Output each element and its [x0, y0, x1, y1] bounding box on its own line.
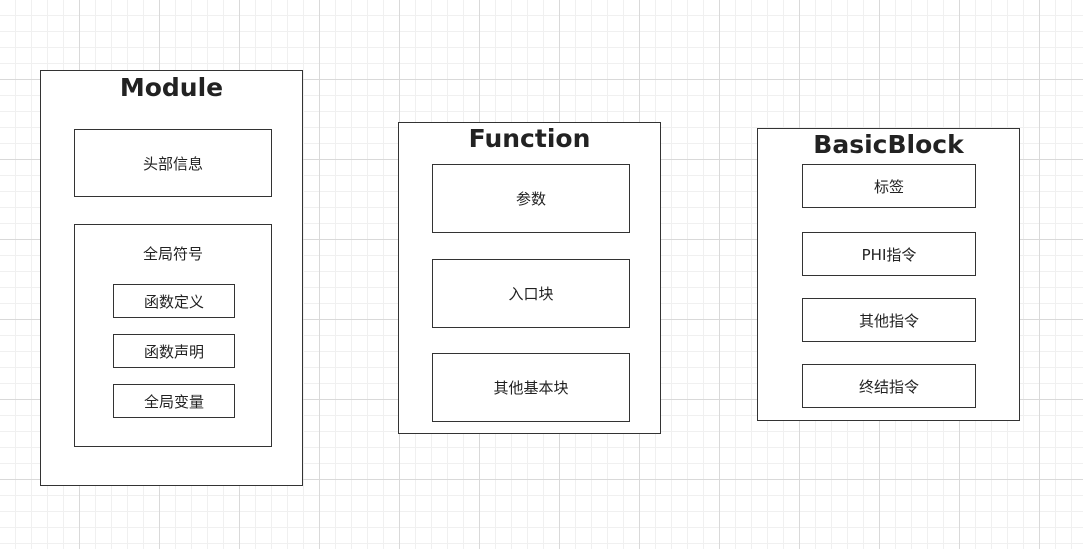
- function-title: Function: [468, 124, 591, 153]
- basic-block-container: BasicBlock 标签 PHI指令 其他指令 终结指令: [757, 128, 1020, 421]
- function-container: Function 参数 入口块 其他基本块: [398, 122, 661, 434]
- label-box: 标签: [802, 164, 976, 208]
- basic-block-title: BasicBlock: [813, 130, 964, 159]
- module-container: Module 头部信息 全局符号 函数定义 函数声明 全局变量: [40, 70, 303, 486]
- function-declaration-box: 函数声明: [113, 334, 235, 368]
- phi-instruction-box: PHI指令: [802, 232, 976, 276]
- function-definition-box: 函数定义: [113, 284, 235, 318]
- other-basic-blocks-box: 其他基本块: [432, 353, 630, 422]
- entry-block-box: 入口块: [432, 259, 630, 328]
- other-instructions-box: 其他指令: [802, 298, 976, 342]
- terminator-instruction-box: 终结指令: [802, 364, 976, 408]
- parameters-box: 参数: [432, 164, 630, 233]
- global-symbols-container: 全局符号 函数定义 函数声明 全局变量: [74, 224, 272, 447]
- global-symbols-label: 全局符号: [142, 245, 203, 263]
- module-title: Module: [119, 73, 224, 102]
- module-header-info-box: 头部信息: [74, 129, 272, 197]
- global-variable-box: 全局变量: [113, 384, 235, 418]
